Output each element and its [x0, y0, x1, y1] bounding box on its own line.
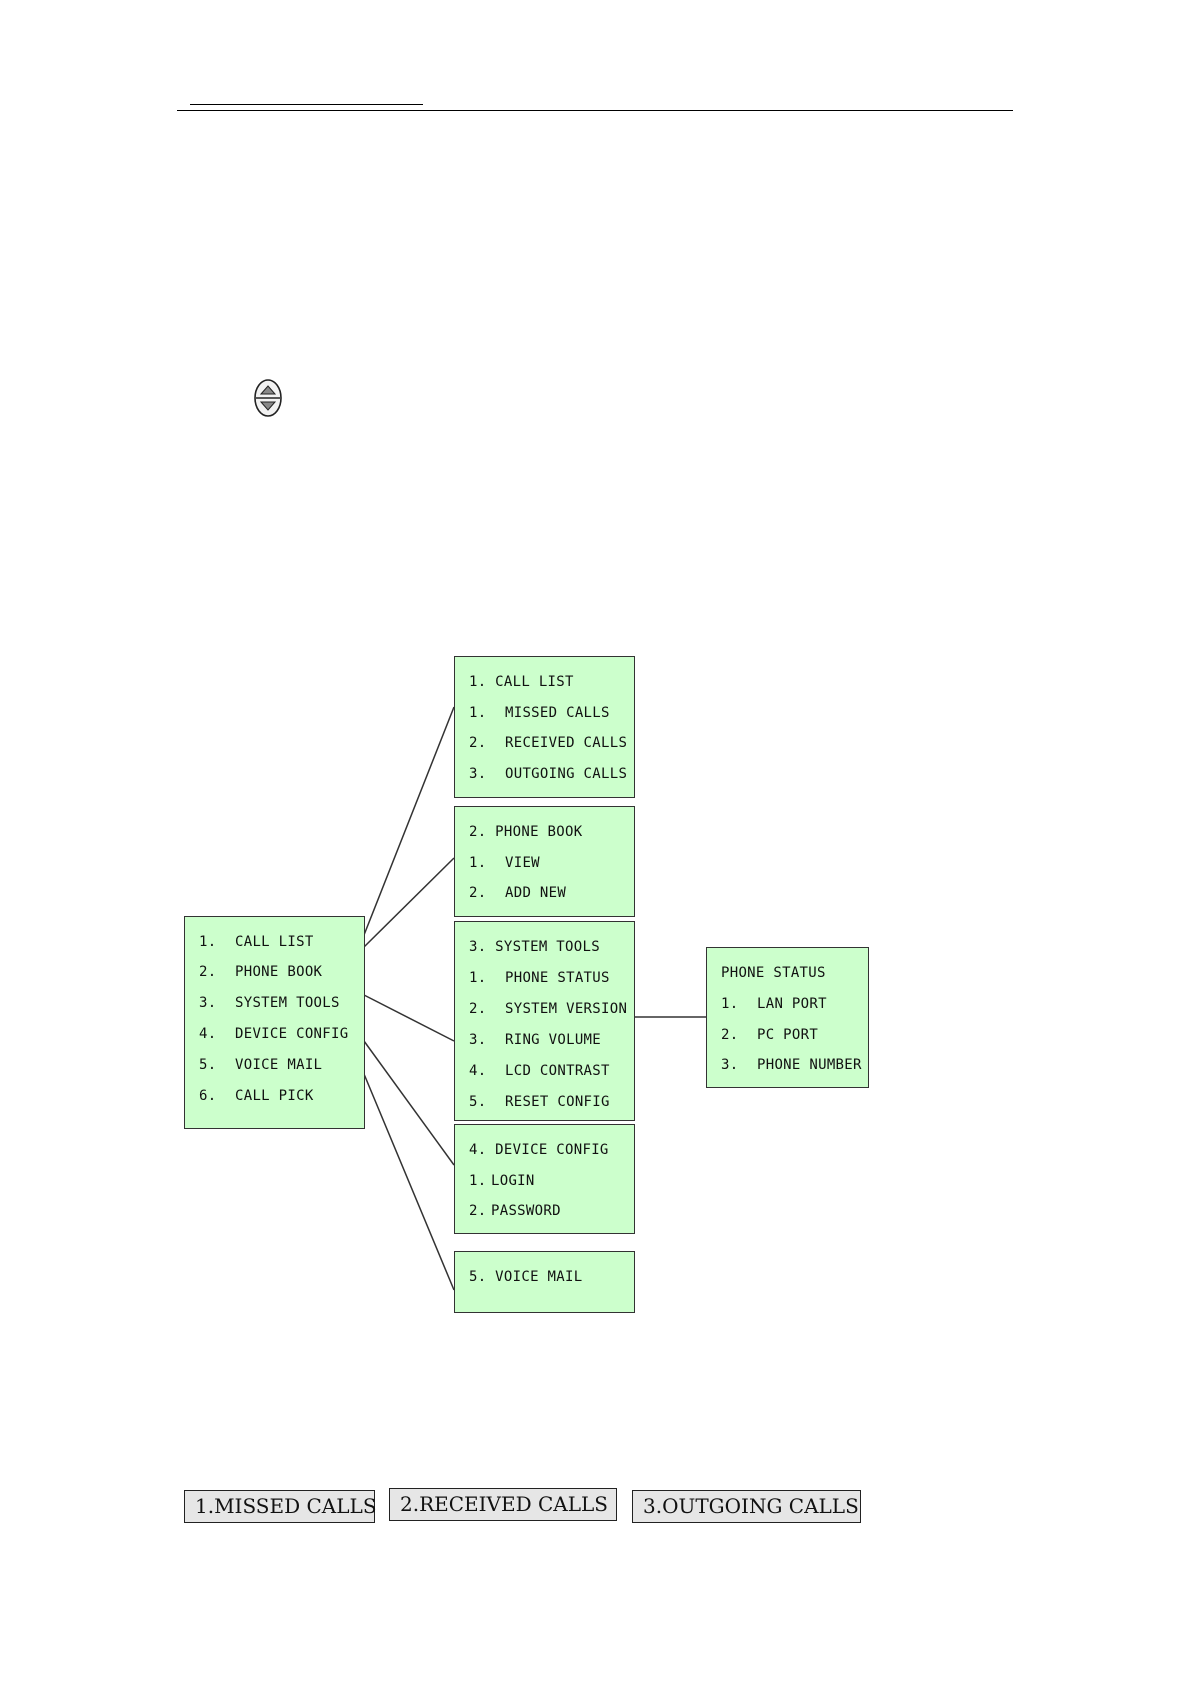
voice-mail-title: 5. VOICE MAIL [469, 1269, 583, 1285]
call-list-title: 1. CALL LIST [469, 674, 574, 690]
device-config-box: 4. DEVICE CONFIG 1.LOGIN 2.PASSWORD [454, 1124, 635, 1234]
phone-book-box: 2. PHONE BOOK 1.VIEW 2.ADD NEW [454, 806, 635, 917]
system-tools-item-lcd-contrast[interactable]: 4.LCD CONTRAST [469, 1063, 610, 1079]
main-menu-box: 1.CALL LIST 2.PHONE BOOK 3.SYSTEM TOOLS … [184, 916, 365, 1129]
header-short-rule [190, 104, 423, 105]
main-menu-item-call-list[interactable]: 1.CALL LIST [199, 934, 314, 950]
system-tools-item-phone-status[interactable]: 1.PHONE STATUS [469, 970, 610, 986]
system-tools-item-system-version[interactable]: 2.SYSTEM VERSION [469, 1001, 628, 1017]
phone-status-box: PHONE STATUS 1.LAN PORT 2.PC PORT 3.PHON… [706, 947, 869, 1088]
call-list-item-received[interactable]: 2.RECEIVED CALLS [469, 735, 628, 751]
phone-status-item-pc-port[interactable]: 2.PC PORT [721, 1027, 819, 1043]
header-long-rule [177, 110, 1013, 111]
system-tools-item-reset-config[interactable]: 5.RESET CONFIG [469, 1094, 610, 1110]
device-config-item-login[interactable]: 1.LOGIN [469, 1173, 535, 1189]
missed-calls-softkey[interactable]: 1.MISSED CALLS [184, 1490, 377, 1523]
call-list-item-missed[interactable]: 1.MISSED CALLS [469, 705, 610, 721]
phone-book-item-view[interactable]: 1.VIEW [469, 855, 540, 871]
voice-mail-box: 5. VOICE MAIL [454, 1251, 635, 1313]
up-down-navigation-key-icon [254, 379, 282, 417]
phone-book-title: 2. PHONE BOOK [469, 824, 583, 840]
main-menu-item-device-config[interactable]: 4.DEVICE CONFIG [199, 1026, 349, 1042]
system-tools-item-ring-volume[interactable]: 3.RING VOLUME [469, 1032, 602, 1048]
received-calls-softkey[interactable]: 2.RECEIVED CALLS [389, 1488, 617, 1521]
outgoing-calls-softkey[interactable]: 3.OUTGOING CALLS [632, 1490, 861, 1523]
connector-phone-book [363, 857, 455, 948]
phone-book-item-add-new[interactable]: 2.ADD NEW [469, 885, 567, 901]
connector-call-list [363, 706, 455, 936]
system-tools-box: 3. SYSTEM TOOLS 1.PHONE STATUS 2.SYSTEM … [454, 921, 635, 1121]
phone-status-item-phone-number[interactable]: 3.PHONE NUMBER [721, 1057, 862, 1073]
device-config-item-password[interactable]: 2.PASSWORD [469, 1203, 561, 1219]
main-menu-item-phone-book[interactable]: 2.PHONE BOOK [199, 964, 323, 980]
connector-device-config [363, 1040, 455, 1166]
call-list-box: 1. CALL LIST 1.MISSED CALLS 2.RECEIVED C… [454, 656, 635, 798]
phone-status-item-lan-port[interactable]: 1.LAN PORT [721, 996, 827, 1012]
connector-system-tools [363, 994, 455, 1042]
phone-status-title: PHONE STATUS [721, 965, 826, 981]
connector-voice-mail [363, 1073, 455, 1291]
system-tools-title: 3. SYSTEM TOOLS [469, 939, 600, 955]
device-config-title: 4. DEVICE CONFIG [469, 1142, 609, 1158]
main-menu-item-call-pick[interactable]: 6.CALL PICK [199, 1088, 314, 1104]
main-menu-item-voice-mail[interactable]: 5.VOICE MAIL [199, 1057, 323, 1073]
main-menu-item-system-tools[interactable]: 3.SYSTEM TOOLS [199, 995, 340, 1011]
call-list-item-outgoing[interactable]: 3.OUTGOING CALLS [469, 766, 628, 782]
